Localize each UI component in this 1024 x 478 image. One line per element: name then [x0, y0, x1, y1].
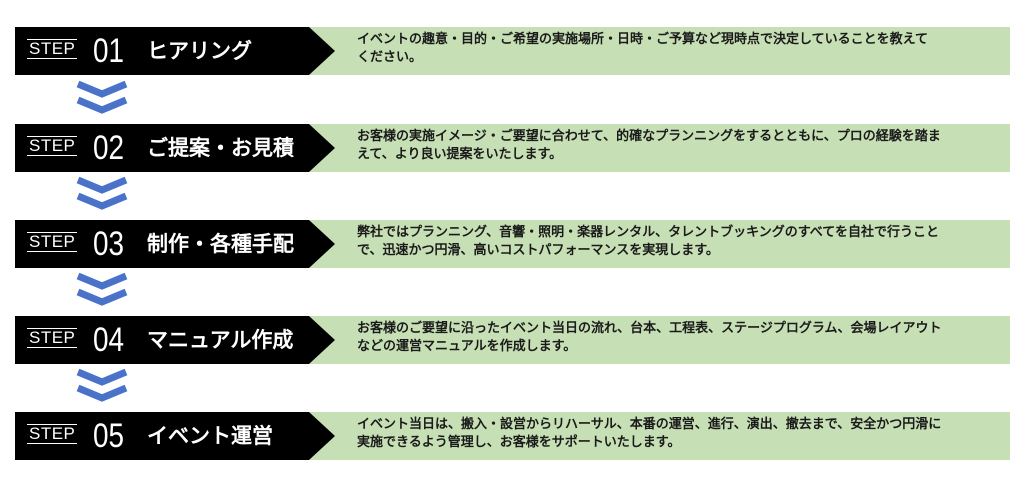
step-5-description: イベント当日は、搬入・設営からリハーサル、本番の運営、進行、演出、撤去まで、安全… — [305, 412, 1010, 460]
double-chevron-down-icon — [76, 272, 128, 306]
step-3-label: STEP — [27, 232, 78, 252]
step-2-desc-line-2: えて、より良い提案をいたします。 — [357, 147, 563, 162]
step-5-number: 05 — [93, 417, 125, 455]
step-5-title: イベント運営 — [147, 424, 273, 448]
step-1-badge: STEP 01 ヒアリング — [15, 27, 335, 75]
step-3-title: 制作・各種手配 — [147, 232, 294, 256]
step-2-title: ご提案・お見積 — [147, 136, 294, 160]
step-2-desc-line-1: お客様の実施イメージ・ご要望に合わせて、的確なプランニングをするとともに、プロの… — [357, 129, 941, 144]
step-5-desc-line-2: 実施できるよう管理し、お客様をサポートいたします。 — [357, 435, 681, 450]
step-1-desc-line-1: イベントの趣意・目的・ご希望の実施場所・日時・ご予算など現時点で決定していること… — [357, 32, 928, 47]
step-5: イベント当日は、搬入・設営からリハーサル、本番の運営、進行、演出、撤去まで、安全… — [15, 412, 1010, 460]
double-chevron-down-icon — [76, 176, 128, 210]
step-1-description: イベントの趣意・目的・ご希望の実施場所・日時・ご予算など現時点で決定していること… — [305, 27, 1010, 75]
step-4-badge: STEP 04 マニュアル作成 — [15, 316, 335, 364]
step-2-number: 02 — [93, 129, 125, 167]
step-4-desc-line-2: などの運営マニュアルを作成します。 — [357, 339, 577, 354]
step-4-desc-line-1: お客様のご要望に沿ったイベント当日の流れ、台本、工程表、ステージプログラム、会場… — [357, 321, 942, 336]
step-1-label: STEP — [27, 39, 78, 59]
step-4-description: お客様のご要望に沿ったイベント当日の流れ、台本、工程表、ステージプログラム、会場… — [305, 316, 1010, 364]
step-3-number: 03 — [93, 225, 125, 263]
step-3-desc-line-1: 弊社ではプランニング、音響・照明・楽器レンタル、タレントブッキングのすべてを自社… — [357, 225, 940, 240]
step-2-description: お客様の実施イメージ・ご要望に合わせて、的確なプランニングをするとともに、プロの… — [305, 124, 1010, 172]
step-4-label: STEP — [27, 328, 78, 348]
step-1-desc-line-2: ください。 — [357, 50, 423, 65]
step-4: お客様のご要望に沿ったイベント当日の流れ、台本、工程表、ステージプログラム、会場… — [15, 316, 1010, 364]
step-2-badge: STEP 02 ご提案・お見積 — [15, 124, 335, 172]
step-2-label: STEP — [27, 136, 78, 156]
step-5-desc-line-1: イベント当日は、搬入・設営からリハーサル、本番の運営、進行、演出、撤去まで、安全… — [357, 417, 942, 432]
step-5-badge: STEP 05 イベント運営 — [15, 412, 335, 460]
step-3: 弊社ではプランニング、音響・照明・楽器レンタル、タレントブッキングのすべてを自社… — [15, 220, 1010, 268]
double-chevron-down-icon — [76, 80, 128, 114]
step-1: イベントの趣意・目的・ご希望の実施場所・日時・ご予算など現時点で決定していること… — [15, 27, 1010, 75]
step-5-label: STEP — [27, 424, 78, 444]
step-3-badge: STEP 03 制作・各種手配 — [15, 220, 335, 268]
step-1-title: ヒアリング — [147, 39, 252, 63]
step-1-number: 01 — [93, 32, 125, 70]
double-chevron-down-icon — [76, 368, 128, 402]
step-4-title: マニュアル作成 — [147, 328, 294, 352]
step-3-desc-line-2: で、迅速かつ円滑、高いコストパフォーマンスを実現します。 — [357, 243, 719, 258]
step-3-description: 弊社ではプランニング、音響・照明・楽器レンタル、タレントブッキングのすべてを自社… — [305, 220, 1010, 268]
step-2: お客様の実施イメージ・ご要望に合わせて、的確なプランニングをするとともに、プロの… — [15, 124, 1010, 172]
step-4-number: 04 — [93, 321, 125, 359]
